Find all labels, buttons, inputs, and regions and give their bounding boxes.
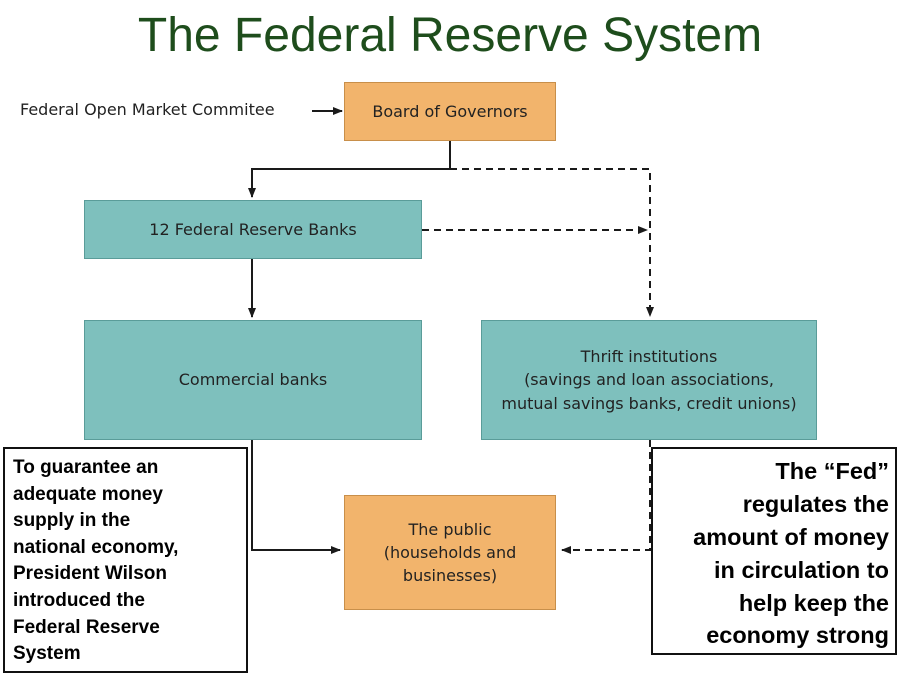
commercial-banks-label: Commercial banks bbox=[178, 370, 328, 390]
board-of-governors-label: Board of Governors bbox=[372, 101, 528, 121]
commercial-banks-box: Commercial banks bbox=[84, 320, 422, 440]
thrift-institutions-label: Thrift institutions (savings and loan as… bbox=[501, 347, 797, 413]
arrow-board-to-reserve-banks bbox=[248, 141, 451, 198]
slide-title: The Federal Reserve System bbox=[137, 9, 763, 62]
arrow-thrift-to-public bbox=[561, 440, 651, 554]
board-of-governors-box: Board of Governors bbox=[344, 82, 556, 141]
note-left: To guarantee an adequate money supply in… bbox=[3, 447, 248, 673]
the-public-label: The public (households and businesses) bbox=[383, 519, 517, 586]
federal-reserve-banks-label: 12 Federal Reserve Banks bbox=[149, 219, 357, 239]
arrow-board-to-thrift bbox=[450, 168, 654, 317]
thrift-institutions-box: Thrift institutions (savings and loan as… bbox=[481, 320, 817, 440]
arrow-commercial-to-public bbox=[251, 440, 341, 554]
federal-reserve-banks-box: 12 Federal Reserve Banks bbox=[84, 200, 422, 259]
note-right: The “Fed” regulates the amount of money … bbox=[651, 447, 897, 655]
the-public-box: The public (households and businesses) bbox=[344, 495, 556, 610]
fomc-label: Federal Open Market Commitee bbox=[20, 100, 275, 119]
